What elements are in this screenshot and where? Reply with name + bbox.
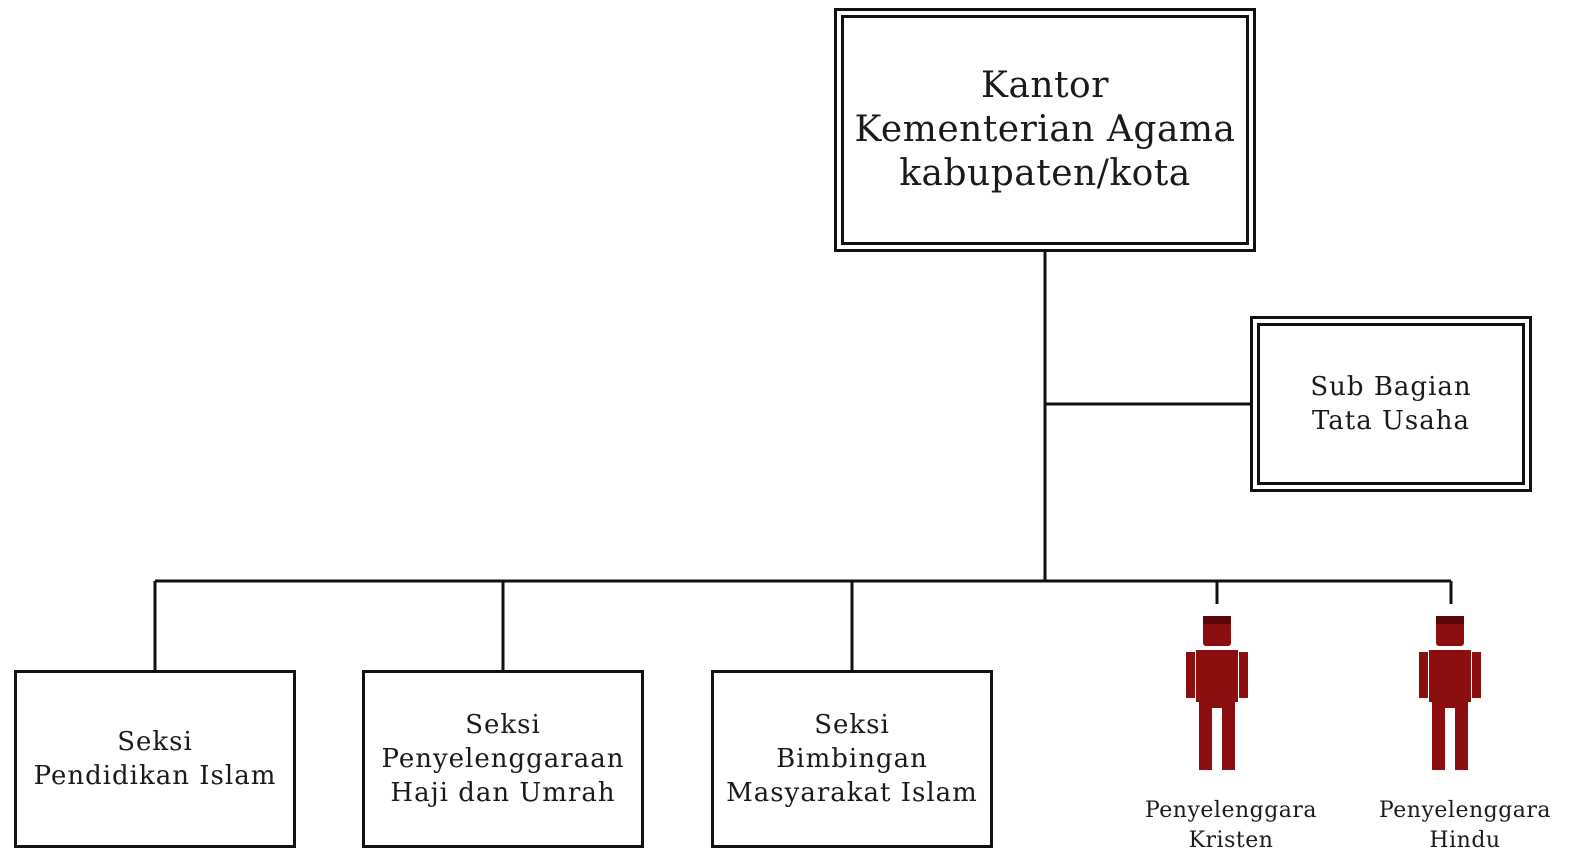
head-office-line: kabupaten/kota	[899, 153, 1191, 194]
seksi-line: Seksi	[117, 727, 193, 757]
sub-bagian-box: Sub Bagian Tata Usaha	[1250, 316, 1532, 492]
penyelenggara-hindu-label: Penyelenggara Hindu	[1345, 796, 1570, 856]
seksi-haji-umrah-box: Seksi Penyelenggaraan Haji dan Umrah	[362, 670, 644, 848]
sub-bagian-line: Tata Usaha	[1311, 406, 1471, 436]
seksi-line: Seksi	[465, 710, 541, 740]
person-icon	[1419, 616, 1481, 770]
seksi-bimbingan-masyarakat-box: Seksi Bimbingan Masyarakat Islam	[711, 670, 993, 848]
penyelenggara-line: Penyelenggara	[1144, 798, 1318, 823]
head-office-line: Kementerian Agama	[854, 109, 1236, 150]
penyelenggara-kristen-label: Penyelenggara Kristen	[1111, 796, 1351, 856]
seksi-line: Seksi	[814, 710, 890, 740]
head-office-box: Kantor Kementerian Agama kabupaten/kota	[834, 8, 1256, 252]
person-icon	[1186, 616, 1248, 770]
seksi-line: Bimbingan	[776, 744, 928, 774]
seksi-line: Penyelenggaraan	[381, 744, 625, 774]
penyelenggara-line: Penyelenggara	[1378, 798, 1552, 823]
penyelenggara-line: Kristen	[1188, 828, 1274, 853]
sub-bagian-line: Sub Bagian	[1310, 372, 1472, 402]
penyelenggara-line: Hindu	[1429, 828, 1501, 853]
seksi-line: Pendidikan Islam	[33, 761, 277, 791]
seksi-pendidikan-islam-box: Seksi Pendidikan Islam	[14, 670, 296, 848]
head-office-line: Kantor	[981, 65, 1109, 106]
seksi-line: Haji dan Umrah	[390, 778, 616, 808]
seksi-line: Masyarakat Islam	[726, 778, 978, 808]
